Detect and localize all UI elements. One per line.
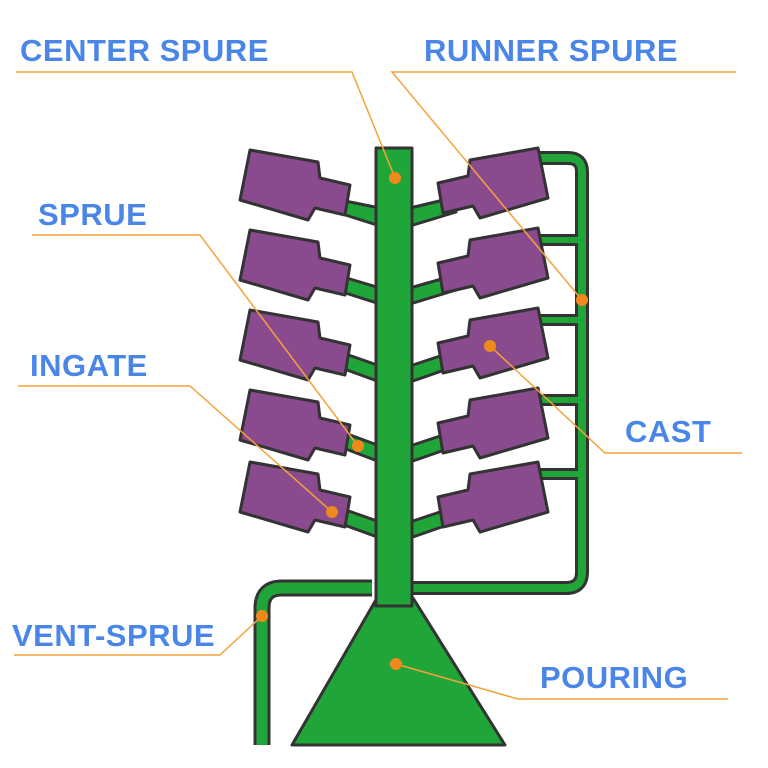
cast — [238, 308, 352, 382]
cast — [238, 388, 352, 462]
leader-sprue — [32, 234, 359, 447]
label-pouring: POURING — [540, 660, 689, 695]
label-cast: CAST — [625, 414, 712, 449]
pointer-dots — [256, 172, 588, 670]
dot-cast — [484, 340, 496, 352]
leader-ingate — [18, 385, 333, 513]
leader-cast — [489, 345, 742, 454]
dot-ingate — [326, 506, 338, 518]
label-sprue: SPRUE — [38, 197, 148, 232]
cast — [238, 148, 352, 222]
leader-pouring — [395, 663, 728, 700]
dot-vent-sprue — [256, 610, 268, 622]
leader-vent-sprue — [14, 615, 263, 656]
pouring-cup — [290, 596, 507, 747]
label-runner-spure: RUNNER SPURE — [424, 33, 679, 68]
dot-runner-spure — [576, 294, 588, 306]
cast — [436, 386, 550, 460]
runner-spure — [408, 151, 589, 595]
dot-center-spure — [389, 172, 401, 184]
cast — [436, 226, 550, 300]
label-center-spure: CENTER SPURE — [20, 33, 269, 68]
label-vent-sprue: VENT-SPRUE — [12, 618, 216, 653]
dot-sprue — [352, 440, 364, 452]
casts — [238, 146, 550, 534]
cast — [238, 228, 352, 302]
cast — [436, 460, 550, 534]
leader-runner-spure — [390, 71, 736, 301]
center-spure — [374, 146, 414, 608]
label-ingate: INGATE — [30, 348, 148, 383]
cast — [436, 146, 550, 220]
dot-pouring — [390, 658, 402, 670]
leader-lines — [14, 71, 742, 700]
leader-center-spure — [16, 71, 396, 179]
cast — [238, 460, 352, 534]
